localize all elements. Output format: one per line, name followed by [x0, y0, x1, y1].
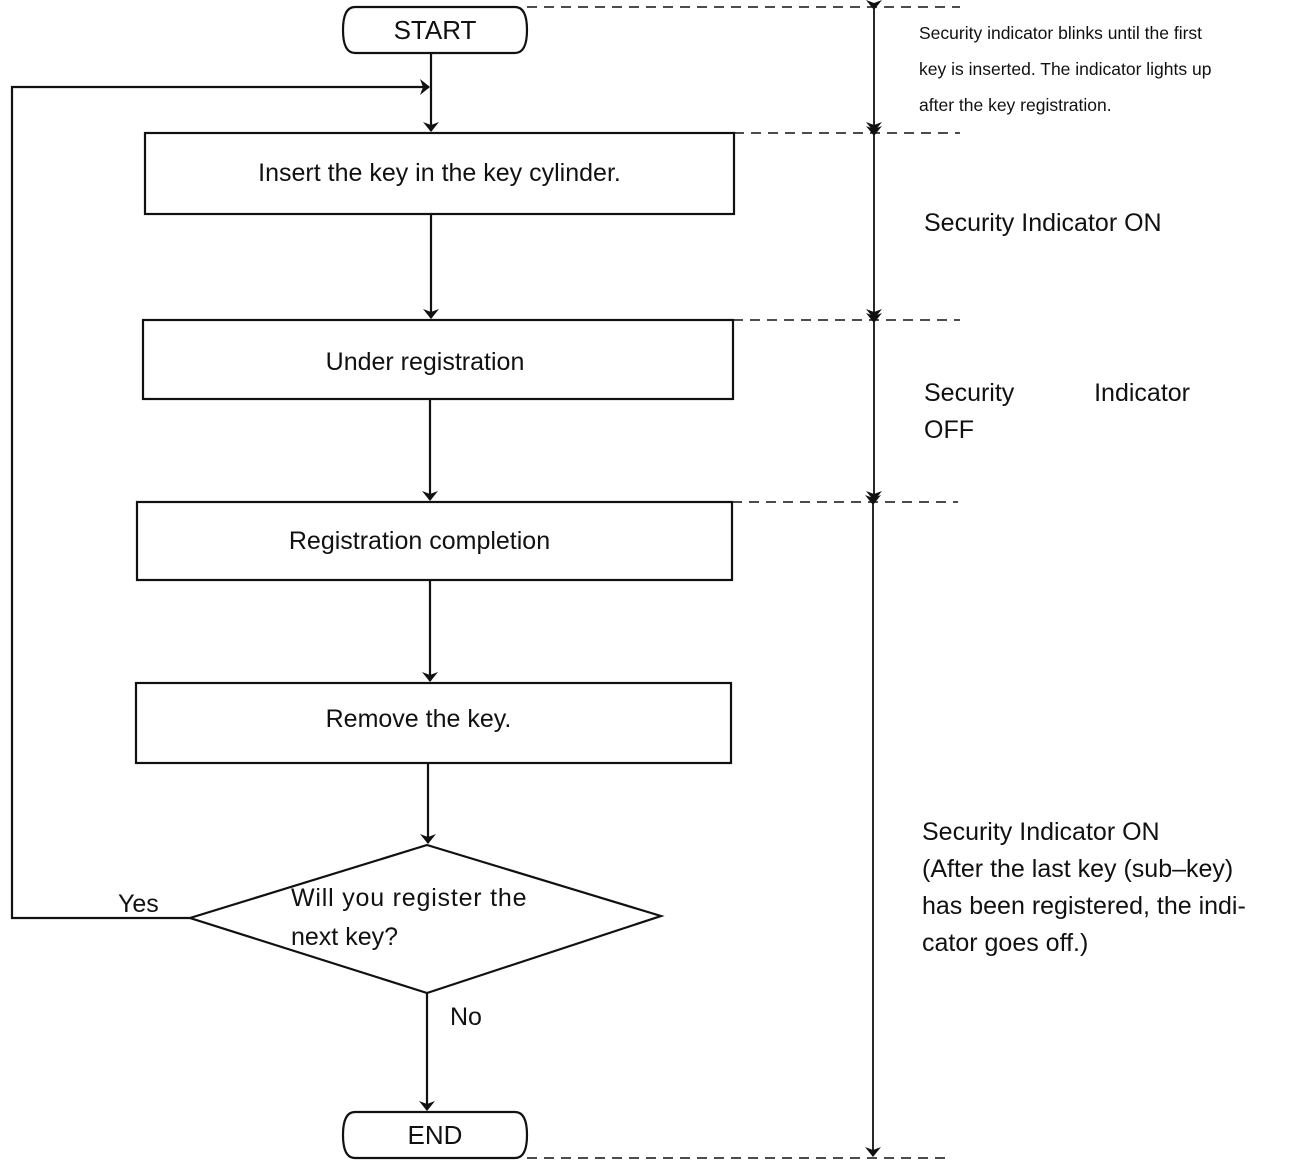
note-phase1-line2: key is inserted. The indicator lights up [919, 59, 1212, 79]
decision-diamond [186, 843, 665, 995]
start-terminal-shape [341, 5, 529, 55]
decision-question-line1: Will you register the [291, 884, 528, 912]
note-phase2: Security Indicator ON [924, 209, 1162, 237]
step-box-remove-key [134, 681, 733, 765]
note-phase1-line1: Security indicator blinks until the firs… [919, 23, 1203, 43]
note-phase4-line2: (After the last key (sub–key) [922, 855, 1234, 883]
yes-branch-label: Yes [118, 890, 159, 918]
note-phase4: Security Indicator ON (After the last ke… [922, 814, 1246, 962]
note-phase4-line1: Security Indicator ON [922, 818, 1160, 846]
note-phase4-line3: has been registered, the indi- [922, 892, 1246, 920]
note-phase1-line3: after the key registration. [919, 95, 1112, 115]
note-phase3-line1: Security Indicator [924, 379, 1190, 407]
step-box-under-registration [141, 318, 735, 401]
step-label-registration-completion: Registration completion [288, 527, 551, 555]
note-phase3: Security Indicator OFF [924, 375, 1190, 449]
start-label: START [393, 15, 477, 45]
no-branch-label: No [450, 1003, 482, 1031]
step-label-insert-key: Insert the key in the key cylinder. [258, 159, 621, 187]
decision-question-line2: next key? [291, 923, 399, 951]
step-box-registration-completion [135, 500, 734, 582]
note-phase3-line2: OFF [924, 416, 974, 444]
end-label: END [407, 1120, 463, 1150]
step-label-remove-key: Remove the key. [325, 705, 512, 733]
end-terminal-shape [341, 1110, 529, 1160]
yes-loop-line [10, 79, 430, 920]
step-label-under-registration: Under registration [325, 348, 525, 376]
note-phase1: Security indicator blinks until the firs… [919, 15, 1289, 123]
step-box-insert-key [143, 131, 736, 216]
note-phase4-line4: cator goes off.) [922, 929, 1089, 957]
